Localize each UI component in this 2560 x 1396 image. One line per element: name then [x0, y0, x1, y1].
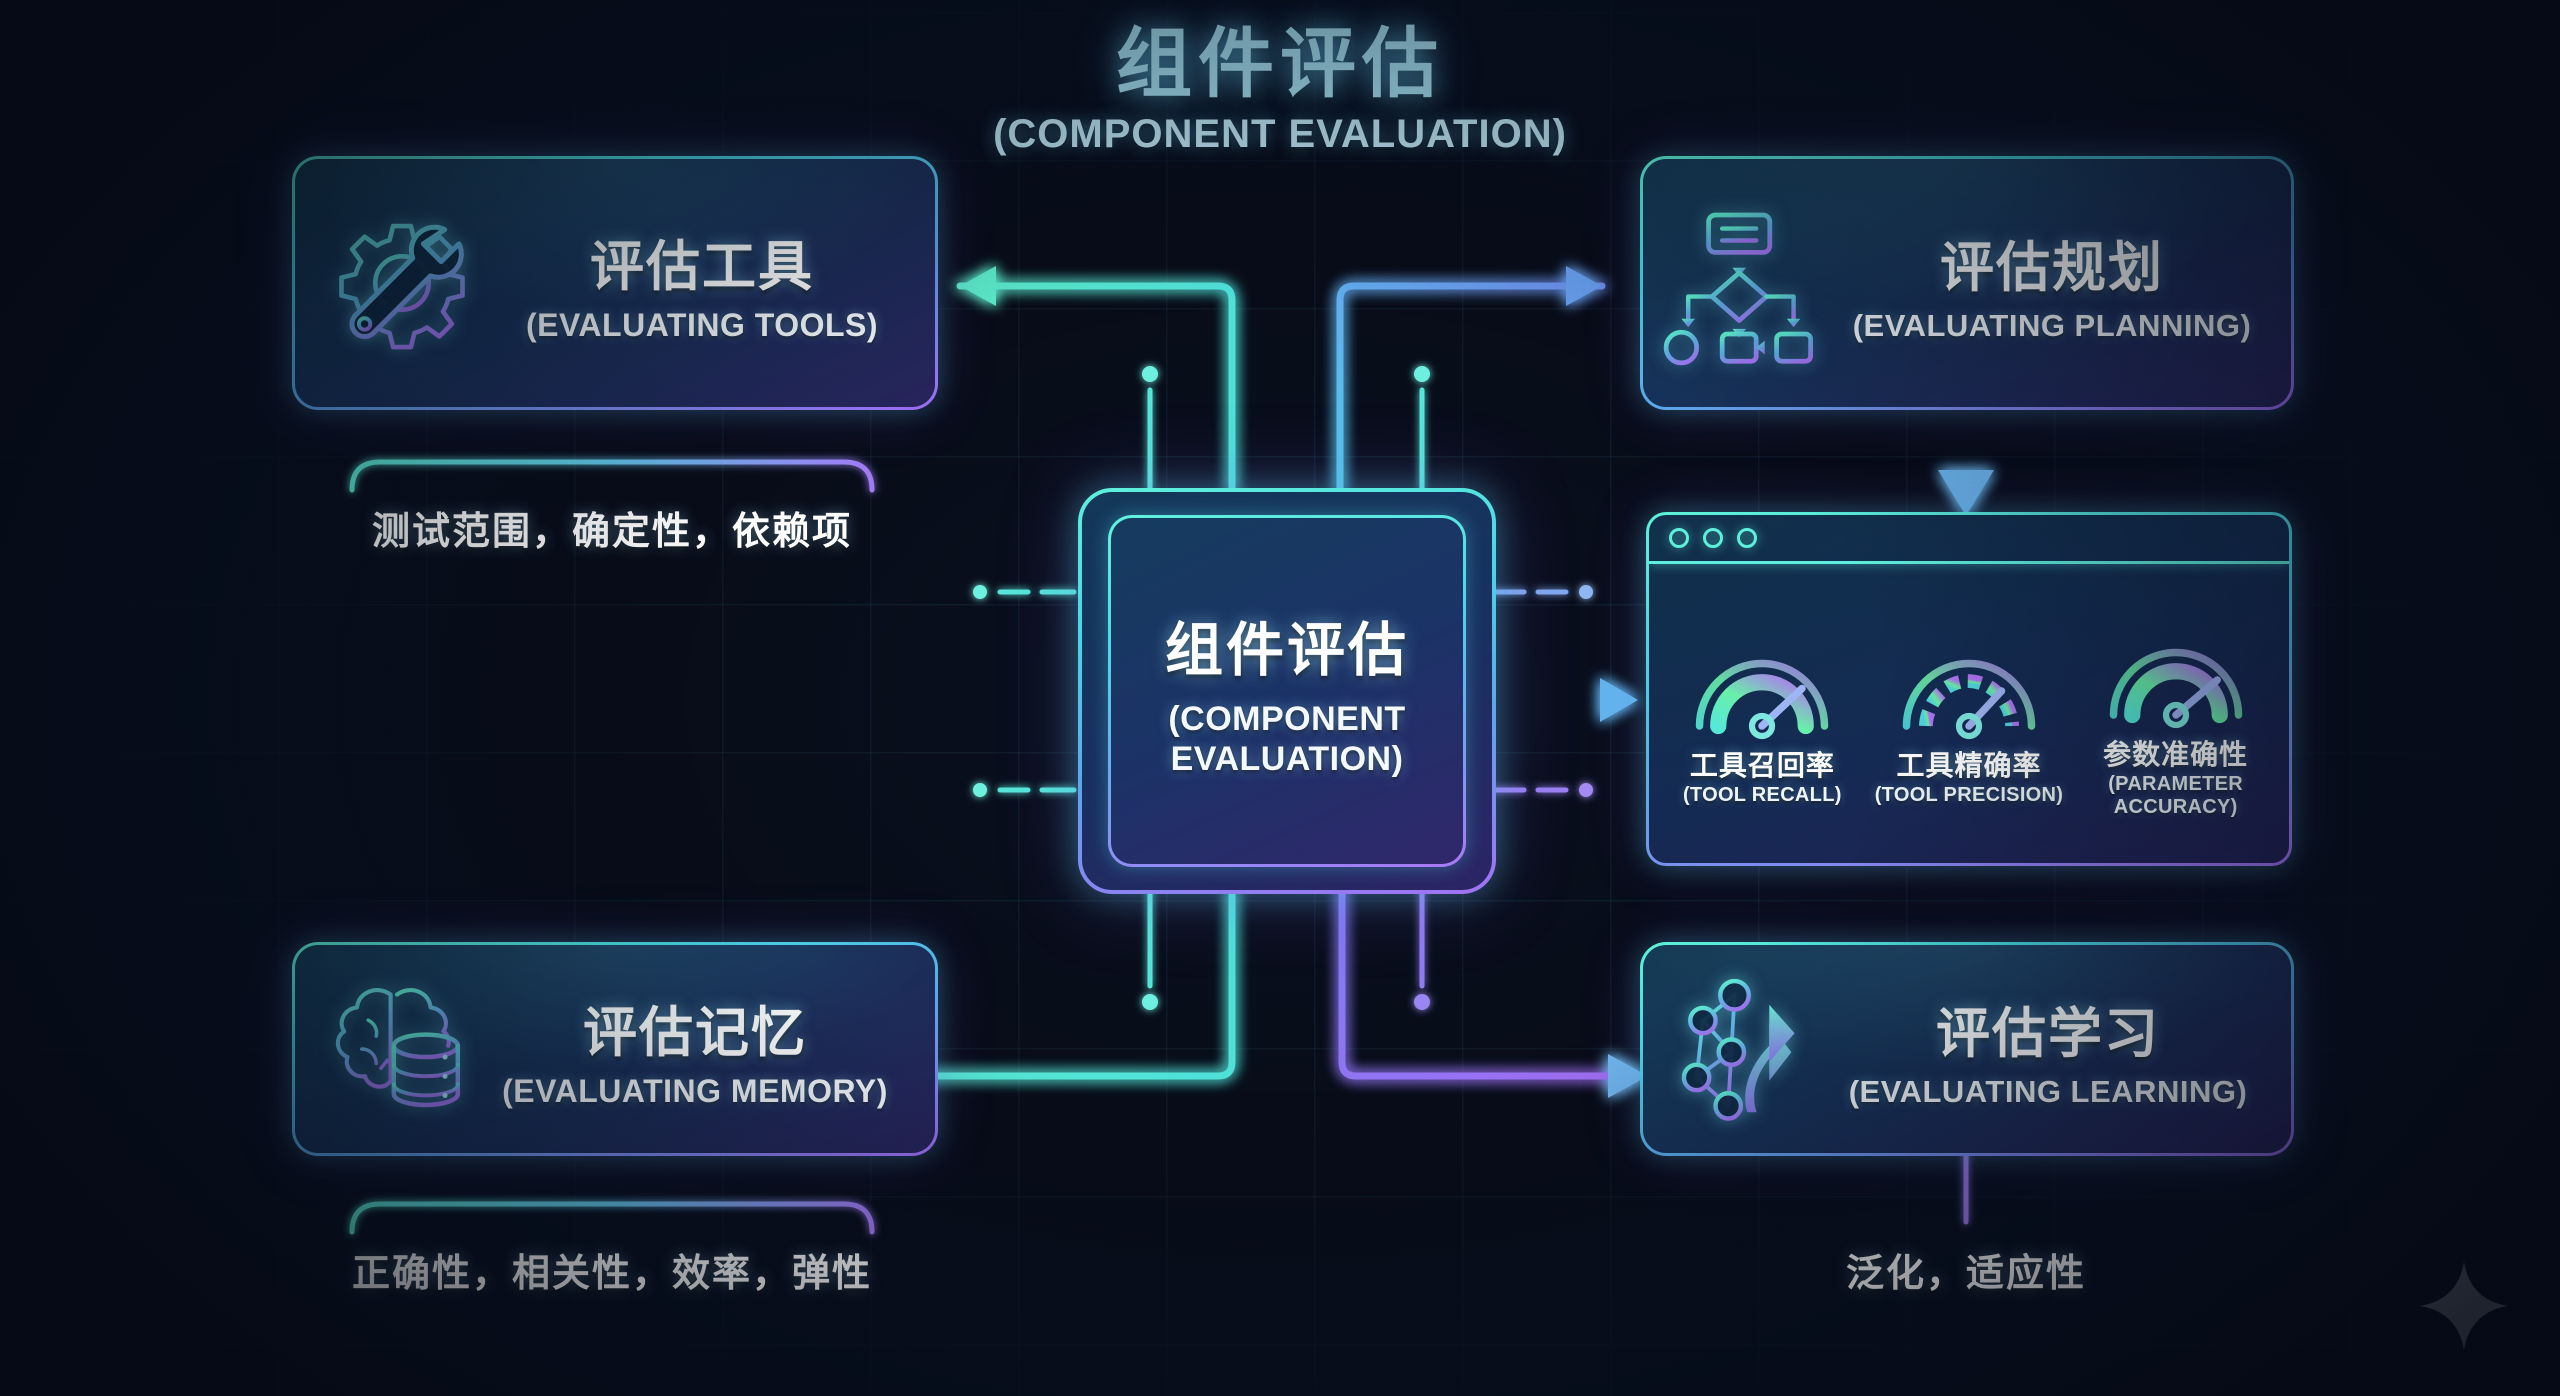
card-memory-title: 评估记忆: [583, 1003, 807, 1063]
gear-wrench-icon: [313, 194, 491, 372]
card-planning-text: 评估规划 (EVALUATING PLANNING): [1831, 223, 2273, 344]
center-title-english-line2: EVALUATION): [1170, 740, 1404, 778]
card-tools-subtitle: (EVALUATING TOOLS): [525, 307, 879, 343]
center-node-component-evaluation[interactable]: 组件评估 (COMPONENT EVALUATION): [1078, 488, 1496, 894]
card-learning-title: 评估学习: [1936, 1003, 2160, 1064]
card-planning-title: 评估规划: [1940, 237, 2164, 298]
card-tools-text: 评估工具 (EVALUATING TOOLS): [491, 222, 913, 344]
card-learning-subtitle: (EVALUATING LEARNING): [1848, 1073, 2248, 1109]
card-planning-subtitle: (EVALUATING PLANNING): [1852, 307, 2252, 343]
card-tools-title: 评估工具: [590, 237, 814, 297]
window-dot-3: [1737, 528, 1757, 548]
metric-parameter-accuracy[interactable]: 参数准确性 (PARAMETER ACCURACY): [2076, 611, 2276, 819]
segmented-gauge-icon: [1902, 659, 2036, 740]
window-chrome-bar: [1649, 515, 2289, 564]
window-dot-2: [1703, 528, 1723, 548]
sparkle-icon: [2419, 1261, 2509, 1351]
caption-learning: 泛化，适应性: [1845, 1253, 2086, 1295]
network-arrow-up-icon: [1665, 970, 1823, 1128]
metric-3-label-en-line2: ACCURACY): [2113, 795, 2238, 818]
metric-3-label-en-line1: (PARAMETER: [2108, 772, 2244, 795]
card-learning-text: 评估学习 (EVALUATING LEARNING): [1823, 989, 2273, 1110]
card-evaluating-learning[interactable]: 评估学习 (EVALUATING LEARNING): [1640, 942, 2294, 1156]
metric-1-label-en: (TOOL RECALL): [1682, 784, 1842, 806]
smooth-gauge-icon: [2109, 648, 2242, 728]
card-evaluating-memory[interactable]: 评估记忆 (EVALUATING MEMORY): [292, 942, 938, 1156]
metric-tool-precision[interactable]: 工具精确率 (TOOL PRECISION): [1869, 622, 2069, 807]
metric-tool-recall[interactable]: 工具召回率 (TOOL RECALL): [1662, 622, 1862, 807]
caption-tools: 测试范围，确定性，依赖项: [371, 511, 852, 553]
metric-1-label-cn: 工具召回率: [1689, 750, 1835, 781]
caption-memory: 正确性，相关性，效率，弹性: [351, 1253, 872, 1295]
card-evaluating-planning[interactable]: 评估规划 (EVALUATING PLANNING): [1640, 156, 2294, 410]
metric-2-label-cn: 工具精确率: [1896, 750, 2042, 781]
card-memory-text: 评估记忆 (EVALUATING MEMORY): [477, 988, 913, 1110]
card-memory-subtitle: (EVALUATING MEMORY): [502, 1073, 888, 1109]
metric-2-label-en: (TOOL PRECISION): [1874, 784, 2064, 806]
center-title-english-line1: (COMPONENT: [1168, 700, 1406, 738]
window-dot-1: [1669, 528, 1689, 548]
flowchart-icon: [1661, 198, 1831, 368]
metric-3-label-cn: 参数准确性: [2103, 738, 2249, 770]
title-english: (COMPONENT EVALUATION): [993, 112, 1567, 156]
smooth-gauge-icon: [1696, 659, 1829, 740]
title-chinese: 组件评估: [1116, 22, 1444, 107]
metrics-panel[interactable]: 工具召回率 (TOOL RECALL): [1646, 512, 2292, 866]
page-title: 组件评估 (COMPONENT EVALUATION): [0, 22, 2560, 158]
center-title-chinese: 组件评估: [1164, 618, 1409, 683]
card-evaluating-tools[interactable]: 评估工具 (EVALUATING TOOLS): [292, 156, 938, 410]
brain-database-icon: [317, 969, 477, 1129]
